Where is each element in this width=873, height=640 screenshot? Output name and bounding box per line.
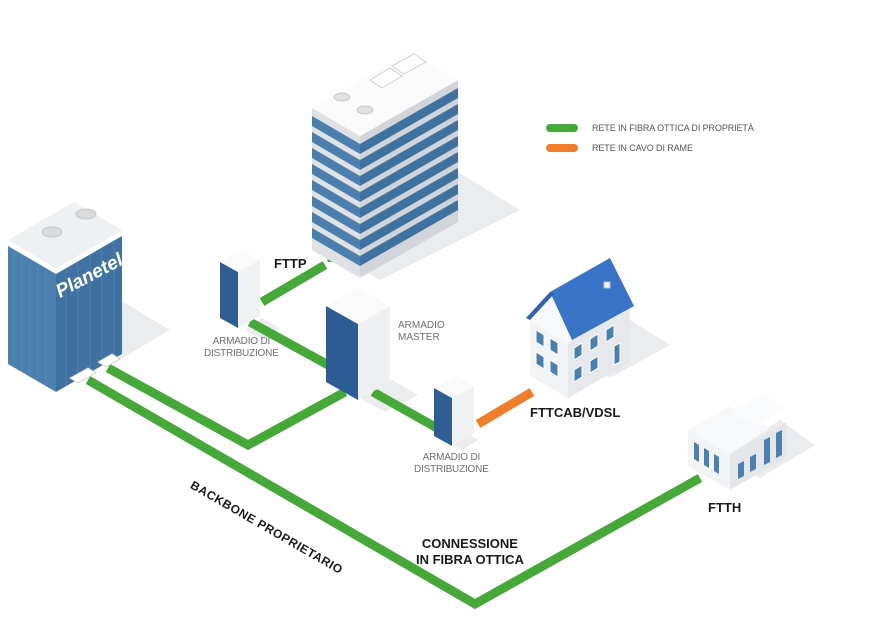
cabinet-master-label-line1: ARMADIO xyxy=(398,320,445,331)
house xyxy=(526,258,634,398)
headquarters-building: Planetel xyxy=(8,202,127,392)
tower-floor-glass-left xyxy=(312,164,360,202)
tower-floor-glass-right xyxy=(360,184,458,250)
ftth-label: FTTH xyxy=(708,500,742,515)
cabinet-to-house-copper-line xyxy=(475,388,535,428)
legend-item-copper: RETE IN CAVO DI RAME xyxy=(546,138,754,158)
cabinet-master-label: ARMADIO MASTER xyxy=(398,320,445,344)
cabinet-to-tower-fiber-line xyxy=(259,261,328,306)
legend-label-copper: RETE IN CAVO DI RAME xyxy=(592,143,693,153)
legend-swatch-copper xyxy=(546,144,578,152)
backbone-fiber-line xyxy=(85,376,703,610)
tower-floor-glass-right xyxy=(360,136,458,202)
tower-floor-glass-left xyxy=(312,196,360,234)
cabinet-right-label: ARMADIO DI DISTRIBUZIONE xyxy=(414,452,489,476)
tower-floor-glass-left xyxy=(312,180,360,218)
cabinet-right-label-line2: DISTRIBUZIONE xyxy=(414,464,489,475)
fttp-label: FTTP xyxy=(274,256,307,271)
ftth-building xyxy=(688,394,786,490)
cabinet-right-label-line1: ARMADIO DI xyxy=(422,452,481,463)
legend: RETE IN FIBRA OTTICA DI PROPRIETÀ RETE I… xyxy=(546,118,754,158)
legend-item-fiber: RETE IN FIBRA OTTICA DI PROPRIETÀ xyxy=(546,118,754,138)
fiber-connection-label-line2: IN FIBRA OTTICA xyxy=(416,552,524,567)
cabinet-right xyxy=(434,376,474,446)
tower-floor-glass-left xyxy=(312,212,360,250)
legend-swatch-fiber xyxy=(546,124,578,132)
hq-to-master-fiber-line xyxy=(105,364,348,451)
fttcab-vdsl-label: FTTCAB/VDSL xyxy=(530,405,621,420)
tower-floor-glass-right xyxy=(360,200,458,266)
office-tower xyxy=(312,48,458,278)
legend-label-fiber: RETE IN FIBRA OTTICA DI PROPRIETÀ xyxy=(592,123,754,133)
fiber-connection-label-line1: CONNESSIONE xyxy=(421,536,518,551)
tower-floor-glass-right xyxy=(360,104,458,170)
cabinet-left xyxy=(220,250,260,328)
tower-floor-glass-right xyxy=(360,152,458,218)
tower-floor-glass-left xyxy=(312,228,360,266)
tower-floor-glass-right xyxy=(360,88,458,154)
fiber-connection-label: CONNESSIONE IN FIBRA OTTICA xyxy=(416,536,524,568)
cabinet-left-label-line1: ARMADIO DI xyxy=(212,336,271,347)
cabinet-left-label-line2: DISTRIBUZIONE xyxy=(204,348,279,359)
cabinet-to-master-fiber-line xyxy=(247,318,333,370)
tower-floor-glass-right xyxy=(360,120,458,186)
tower-floor-glass-left xyxy=(312,116,360,154)
cabinet-master-label-line2: MASTER xyxy=(398,332,440,343)
master-to-cabinet-fiber-line xyxy=(370,388,440,432)
cabinet-master xyxy=(326,288,390,400)
cabinet-left-label: ARMADIO DI DISTRIBUZIONE xyxy=(204,336,279,360)
tower-floor-glass-left xyxy=(312,148,360,186)
tower-floor-glass-right xyxy=(360,168,458,234)
tower-floor-glass-left xyxy=(312,132,360,170)
